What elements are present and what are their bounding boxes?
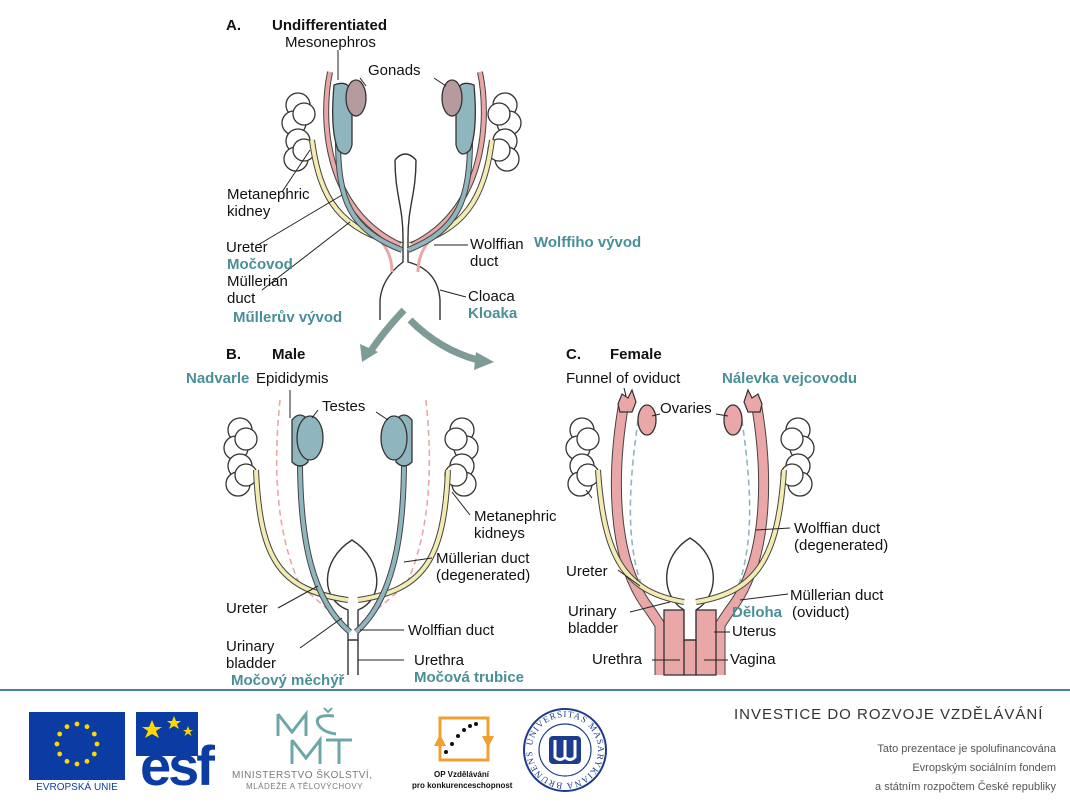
label-mullerian-c-2: (oviduct) — [792, 604, 850, 621]
label-bladder-c-1: Urinary — [568, 603, 616, 620]
muni-seal: UNIVERSITAS MASARYKIANA BRUNENSIS — [522, 707, 608, 793]
op-education-icon — [432, 710, 496, 768]
testis-left — [297, 416, 323, 460]
panel-a-letter: A. — [226, 17, 241, 34]
label-epididymis: Epididymis — [256, 370, 329, 387]
op-line-2: pro konkurenceschopnost — [412, 781, 512, 790]
label-urethra-b-cz: Močová trubice — [414, 669, 524, 686]
label-mesonephros: Mesonephros — [285, 34, 376, 51]
gonad-left — [346, 80, 366, 116]
footer-divider — [0, 689, 1070, 691]
label-ureter-b: Ureter — [226, 600, 268, 617]
label-wolffian-c-1: Wolffian duct — [794, 520, 880, 537]
label-ureter-a-cz: Močovod — [227, 256, 293, 273]
funnel-left — [618, 390, 636, 412]
funnel-right — [744, 390, 762, 412]
msmt-line-2: MLÁDEŽE A TĚLOVÝCHOVY — [246, 782, 363, 791]
esf-text: esf — [140, 738, 212, 794]
label-urethra-c: Urethra — [592, 651, 642, 668]
label-wolffian-a-cz: Wolffiho vývod — [534, 234, 641, 251]
esf-logo: esf — [136, 712, 226, 794]
label-mullerian-c-1: Müllerian duct — [790, 587, 883, 604]
invest-title: INVESTICE DO ROZVOJE VZDĚLÁVÁNÍ — [734, 706, 1043, 723]
label-cloaca: Cloaca — [468, 288, 515, 305]
label-epididymis-cz: Nadvarle — [186, 370, 249, 387]
label-bladder-c-2: bladder — [568, 620, 618, 637]
panel-c-letter: C. — [566, 346, 581, 363]
panel-b-title: Male — [272, 346, 305, 363]
ovary-right — [724, 405, 742, 435]
label-metanephric-b-2: kidneys — [474, 525, 525, 542]
label-ovaries: Ovaries — [660, 400, 712, 417]
op-line-1: OP Vzdělávání — [434, 770, 489, 779]
label-wolffian-a-1: Wolffian — [470, 236, 524, 253]
label-uterus-cz: Děloha — [732, 604, 782, 621]
panel-c-title: Female — [610, 346, 662, 363]
panel-b-letter: B. — [226, 346, 241, 363]
label-bladder-b-1: Urinary — [226, 638, 274, 655]
label-wolffian-a-2: duct — [470, 253, 498, 270]
panel-a-drawing — [258, 50, 521, 320]
label-metanephric-a-1: Metanephric — [227, 186, 310, 203]
eu-label: EVROPSKÁ UNIE — [29, 782, 125, 793]
label-vagina: Vagina — [730, 651, 776, 668]
bladder-b — [327, 540, 376, 640]
msmt-logo — [272, 706, 372, 768]
ovary-left — [638, 405, 656, 435]
label-ureter-a: Ureter — [226, 239, 268, 256]
label-mullerian-a-2: duct — [227, 290, 255, 307]
label-funnel: Funnel of oviduct — [566, 370, 680, 387]
label-bladder-b-cz: Močový měchýř — [231, 672, 344, 689]
label-funnel-cz: Nálevka vejcovodu — [722, 370, 857, 387]
label-testes: Testes — [322, 398, 365, 415]
label-metanephric-a-2: kidney — [227, 203, 270, 220]
label-urethra-b: Urethra — [414, 652, 464, 669]
eu-flag-icon — [29, 712, 125, 780]
label-ureter-c: Ureter — [566, 563, 608, 580]
op-logo — [432, 710, 496, 768]
msmt-line-1: MINISTERSTVO ŠKOLSTVÍ, — [232, 770, 372, 781]
cofund-line-1: Tato prezentace je spolufinancována — [877, 743, 1056, 755]
label-mullerian-b-2: (degenerated) — [436, 567, 530, 584]
label-cloaca-cz: Kloaka — [468, 305, 517, 322]
cofund-line-2: Evropským sociálním fondem — [912, 762, 1056, 774]
testis-right — [381, 416, 407, 460]
panel-a-title: Undifferentiated — [272, 17, 387, 34]
msmt-monogram-icon — [272, 706, 372, 768]
muni-seal-icon: UNIVERSITAS MASARYKIANA BRUNENSIS — [522, 707, 608, 793]
label-gonads: Gonads — [368, 62, 421, 79]
label-mullerian-a-1: Müllerian — [227, 273, 288, 290]
diagram-figure — [0, 0, 1070, 690]
label-metanephric-b-1: Metanephric — [474, 508, 557, 525]
cofund-line-3: a státním rozpočtem České republiky — [875, 781, 1056, 793]
eu-logo — [29, 712, 125, 780]
label-bladder-b-2: bladder — [226, 655, 276, 672]
label-uterus: Uterus — [732, 623, 776, 640]
label-mullerian-b-1: Müllerian duct — [436, 550, 529, 567]
label-wolffian-c-2: (degenerated) — [794, 537, 888, 554]
label-wolffian-b: Wolffian duct — [408, 622, 494, 639]
label-mullerian-a-cz: Műllerův vývod — [233, 309, 342, 326]
